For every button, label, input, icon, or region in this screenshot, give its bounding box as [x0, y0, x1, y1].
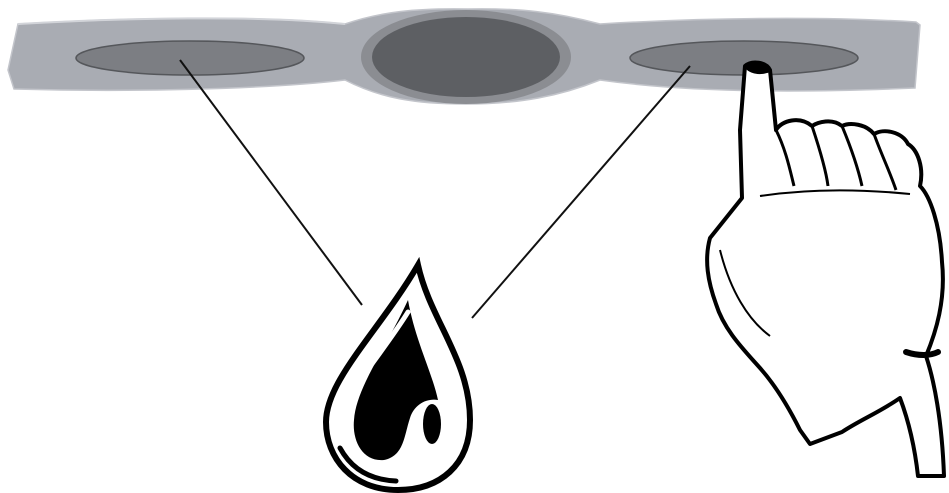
connector-line-right: [472, 66, 690, 318]
transmitter-module-icon: [361, 10, 571, 104]
hand-outline: [707, 63, 944, 476]
thumb-shadow: [906, 352, 938, 355]
pointing-hand-icon: [707, 62, 944, 476]
water-drop-icon: [326, 265, 470, 490]
connector-line-left: [180, 60, 362, 305]
drop-spot: [423, 404, 441, 444]
electrode-pad-icon: [76, 41, 304, 75]
module-core: [372, 17, 560, 97]
